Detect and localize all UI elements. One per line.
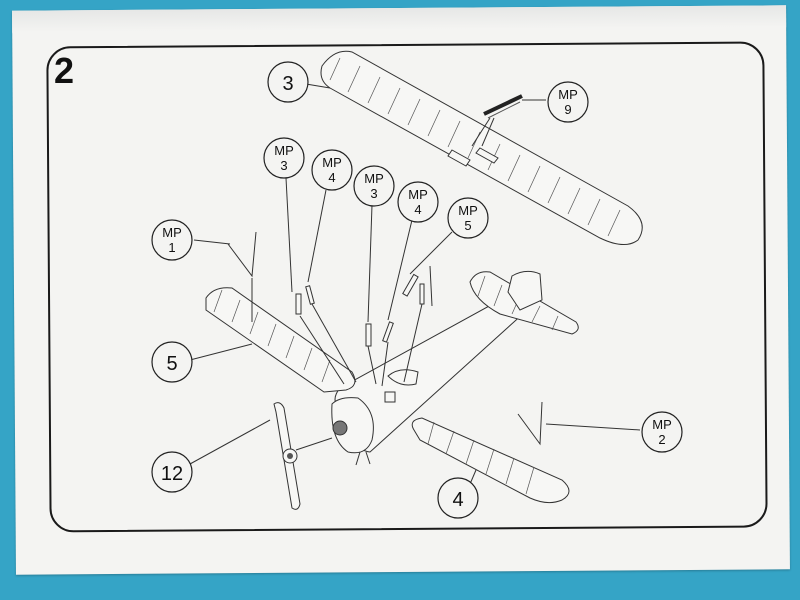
callout-part-5: 5 <box>151 341 193 383</box>
callout-mp3-right: MP 3 <box>353 165 395 207</box>
svg-text:4: 4 <box>452 489 463 511</box>
svg-text:MP: MP <box>322 155 342 170</box>
svg-text:5: 5 <box>166 353 177 375</box>
svg-text:MP: MP <box>274 143 294 158</box>
lower-left-wing <box>205 287 356 393</box>
struts <box>227 231 543 446</box>
tail-assembly <box>469 270 579 335</box>
svg-text:2: 2 <box>658 432 665 447</box>
gun-assembly <box>471 94 523 147</box>
svg-text:MP: MP <box>364 171 384 186</box>
svg-text:4: 4 <box>414 202 421 217</box>
svg-text:9: 9 <box>564 102 571 117</box>
upper-wing <box>320 50 643 245</box>
fuselage <box>331 299 526 466</box>
callout-mp4-right: MP 4 <box>397 181 439 223</box>
step-number: 2 <box>54 50 75 91</box>
callout-mp5: MP 5 <box>447 197 489 239</box>
svg-text:12: 12 <box>161 463 183 485</box>
callout-part-4: 4 <box>437 477 479 519</box>
callout-mp2: MP 2 <box>641 411 683 453</box>
callout-mp9: MP 9 <box>547 81 589 123</box>
svg-text:5: 5 <box>464 218 471 233</box>
svg-text:4: 4 <box>328 170 335 185</box>
propeller <box>273 402 301 510</box>
svg-text:3: 3 <box>282 73 293 95</box>
svg-text:MP: MP <box>408 187 428 202</box>
callout-part-12: 12 <box>151 451 193 493</box>
svg-text:MP: MP <box>162 225 182 240</box>
svg-text:MP: MP <box>652 417 672 432</box>
svg-text:3: 3 <box>280 158 287 173</box>
svg-text:MP: MP <box>458 203 478 218</box>
lower-right-wing <box>411 417 570 504</box>
svg-text:MP: MP <box>558 87 578 102</box>
callout-part-3: 3 <box>267 61 309 103</box>
callout-mp3-left: MP 3 <box>263 137 305 179</box>
svg-text:1: 1 <box>168 240 175 255</box>
callout-mp1: MP 1 <box>151 219 193 261</box>
callout-mp4-left: MP 4 <box>311 149 353 191</box>
svg-text:3: 3 <box>370 186 377 201</box>
leader-lines <box>189 83 641 485</box>
